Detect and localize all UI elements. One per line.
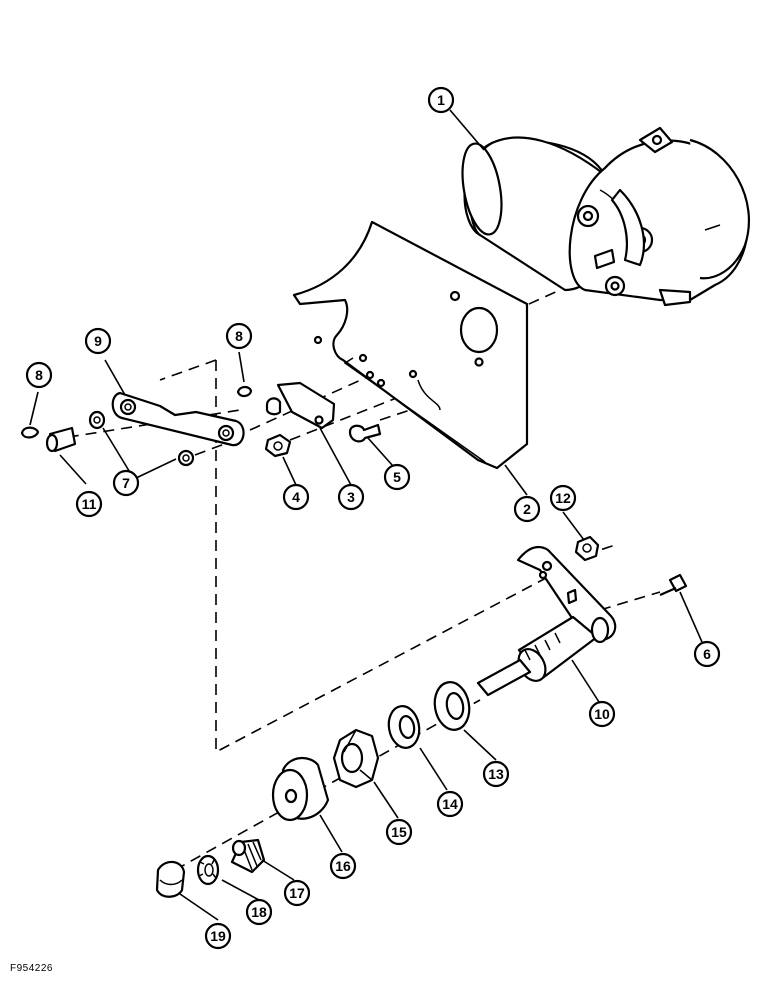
callout-10: 10 [588,700,616,728]
motor-part [461,126,750,307]
callout-16: 16 [329,852,357,880]
callout-label-16: 16 [335,858,351,874]
callout-1: 1 [427,86,455,114]
callout-label-3: 3 [347,489,355,505]
knob-part [271,757,330,822]
callout-label-5: 5 [393,469,401,485]
callout-15: 15 [385,818,413,846]
callout-8-left: 8 [25,361,53,389]
callout-label-10: 10 [594,706,610,722]
shaft-assembly-part [476,545,617,697]
callout-label-2: 2 [523,501,531,517]
hex-nut-part [332,728,380,789]
callout-label-7: 7 [122,475,130,491]
figure-id: F954226 [10,963,53,974]
callout-8-right: 8 [225,322,253,350]
callout-18: 18 [245,898,273,926]
callout-label-9: 9 [94,333,102,349]
cap-nut-part [155,860,186,898]
callout-6: 6 [693,640,721,668]
callout-label-8-right: 8 [235,328,243,344]
callout-14: 14 [436,790,464,818]
callout-9: 9 [84,327,112,355]
callout-11: 11 [75,490,103,518]
leader-lines [29,109,703,921]
callout-12: 12 [549,484,577,512]
pivot-lever-part [265,381,336,430]
callout-3: 3 [337,483,365,511]
washers [387,681,471,749]
callout-label-8-left: 8 [35,367,43,383]
callout-13: 13 [482,760,510,788]
callout-label-15: 15 [391,824,407,840]
callout-label-14: 14 [442,796,458,812]
callout-19: 19 [204,922,232,950]
callout-2: 2 [513,495,541,523]
callout-4: 4 [282,483,310,511]
callout-label-19: 19 [210,928,226,944]
callout-label-4: 4 [292,489,300,505]
tapered-bushing-part [230,838,266,874]
callout-17: 17 [283,879,311,907]
callout-label-18: 18 [251,904,267,920]
callout-label-1: 1 [437,92,445,108]
lock-washer-part [196,854,220,886]
callout-5: 5 [383,463,411,491]
callout-label-11: 11 [82,496,97,512]
link-arm-part [111,391,245,447]
callout-label-6: 6 [703,646,711,662]
callout-label-17: 17 [289,885,305,901]
callout-label-12: 12 [555,490,571,506]
callout-7: 7 [112,469,140,497]
small-hardware [20,385,688,597]
mounting-bracket-part [292,220,529,470]
callout-label-13: 13 [488,766,504,782]
